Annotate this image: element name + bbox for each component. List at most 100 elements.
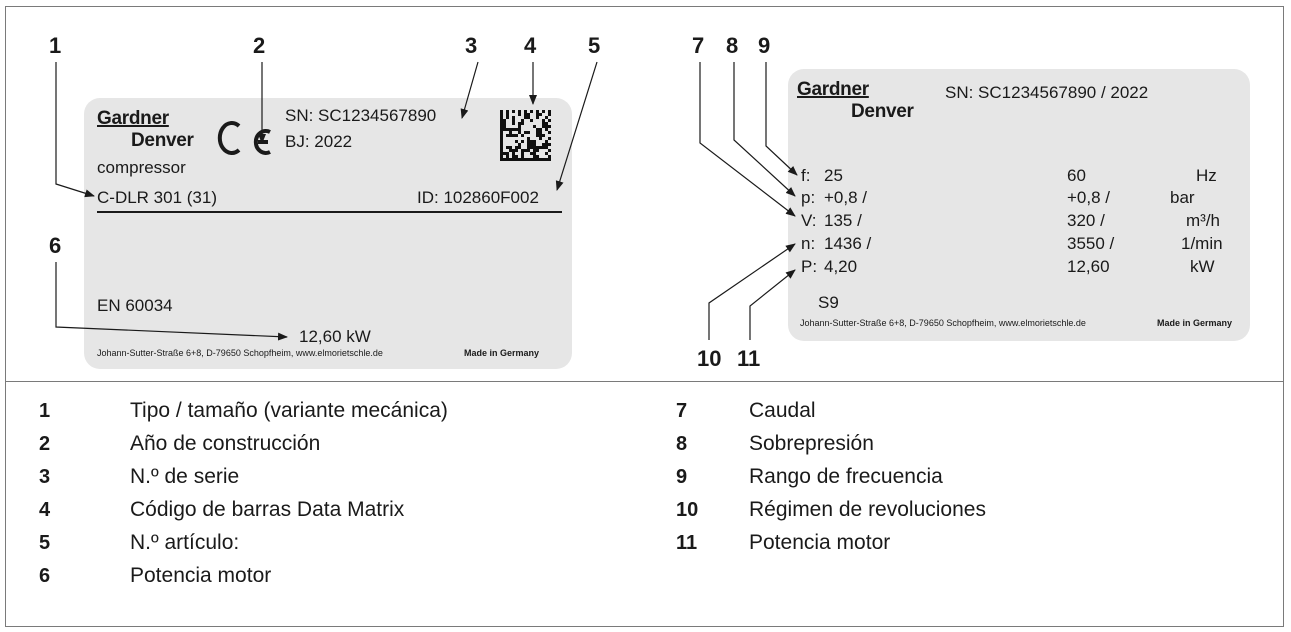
data-matrix-module xyxy=(500,113,503,116)
data-matrix-module xyxy=(500,125,503,128)
data-matrix-module xyxy=(518,125,521,128)
data-matrix-module xyxy=(539,134,542,137)
data-matrix-module xyxy=(527,158,530,161)
data-matrix-module xyxy=(536,155,539,158)
legend-text: Caudal xyxy=(749,399,816,422)
rating-value-60hz: 3550 / xyxy=(1067,234,1115,253)
rating-value-50hz: 25 xyxy=(824,166,843,185)
figure-frame xyxy=(5,6,1284,627)
rating-value-50hz: 135 / xyxy=(824,211,862,230)
data-matrix-module xyxy=(500,140,503,143)
data-matrix-module xyxy=(533,152,536,155)
data-matrix-module xyxy=(506,146,509,149)
data-matrix-module xyxy=(500,131,503,134)
data-matrix-module xyxy=(515,140,518,143)
data-matrix-module xyxy=(503,128,506,131)
data-matrix-module xyxy=(530,146,533,149)
rating-unit: bar xyxy=(1170,188,1195,207)
data-matrix-module xyxy=(521,152,524,155)
data-matrix-module xyxy=(503,119,506,122)
data-matrix-module xyxy=(527,140,530,143)
data-matrix-module xyxy=(509,158,512,161)
data-matrix-module xyxy=(533,146,536,149)
data-matrix-module xyxy=(527,116,530,119)
legend-divider xyxy=(5,381,1284,382)
data-matrix-module xyxy=(509,134,512,137)
data-matrix-module xyxy=(500,134,503,137)
data-matrix-module xyxy=(500,110,503,113)
data-matrix-module xyxy=(548,131,551,134)
data-matrix-module xyxy=(506,155,509,158)
made-in-label: Made in Germany xyxy=(1157,318,1233,328)
callout-6: 6 xyxy=(49,233,62,258)
data-matrix-module xyxy=(509,128,512,131)
data-matrix-module xyxy=(500,155,503,158)
build-year: BJ: 2022 xyxy=(285,132,353,151)
data-matrix-module xyxy=(539,113,542,116)
data-matrix-module xyxy=(506,110,509,113)
data-matrix-module xyxy=(524,116,527,119)
data-matrix-module xyxy=(545,146,548,149)
data-matrix-module xyxy=(548,158,551,161)
data-matrix-module xyxy=(503,122,506,125)
rating-value-50hz: 4,20 xyxy=(824,257,858,276)
data-matrix-module xyxy=(545,140,548,143)
data-matrix-module xyxy=(548,113,551,116)
callout-8: 8 xyxy=(726,33,739,58)
data-matrix-module xyxy=(506,158,509,161)
legend-number: 3 xyxy=(39,466,51,488)
legend-number: 10 xyxy=(676,499,699,521)
nameplate-left xyxy=(84,98,572,369)
rating-value-50hz: +0,8 / xyxy=(824,188,868,207)
data-matrix-module xyxy=(500,143,503,146)
rating-value-50hz: 1436 / xyxy=(824,234,872,253)
legend-text: Sobrepresión xyxy=(749,432,874,455)
rating-label: P: xyxy=(801,257,818,276)
data-matrix-module xyxy=(542,146,545,149)
callout-2: 2 xyxy=(253,33,266,58)
rating-unit: m³/h xyxy=(1186,211,1220,230)
brand-logo-line1: Gardner xyxy=(97,108,169,129)
data-matrix-module xyxy=(506,113,509,116)
callout-11: 11 xyxy=(737,346,761,371)
data-matrix-module xyxy=(515,155,518,158)
legend-number: 2 xyxy=(39,433,51,455)
data-matrix-module xyxy=(533,155,536,158)
data-matrix-module xyxy=(512,116,515,119)
legend-text: N.º de serie xyxy=(130,465,240,488)
data-matrix-module xyxy=(500,149,503,152)
data-matrix-module xyxy=(536,110,539,113)
data-matrix-module xyxy=(521,122,524,125)
data-matrix-module xyxy=(512,155,515,158)
legend-text: N.º artículo: xyxy=(130,531,240,554)
data-matrix-module xyxy=(542,119,545,122)
data-matrix-module xyxy=(503,152,506,155)
rating-label: n: xyxy=(801,234,816,253)
data-matrix-module xyxy=(524,149,527,152)
data-matrix-module xyxy=(545,125,548,128)
data-matrix-module xyxy=(506,152,509,155)
standard: EN 60034 xyxy=(97,296,173,315)
data-matrix-module xyxy=(533,158,536,161)
data-matrix-module xyxy=(512,149,515,152)
data-matrix-module xyxy=(536,113,539,116)
legend-text: Potencia motor xyxy=(130,564,272,587)
data-matrix-module xyxy=(512,134,515,137)
data-matrix-module xyxy=(521,134,524,137)
data-matrix-module xyxy=(512,119,515,122)
data-matrix-module xyxy=(521,158,524,161)
data-matrix-module xyxy=(539,131,542,134)
data-matrix-module xyxy=(518,113,521,116)
callout-4: 4 xyxy=(524,33,537,58)
data-matrix-module xyxy=(509,146,512,149)
data-matrix-module xyxy=(512,122,515,125)
data-matrix-module xyxy=(500,116,503,119)
data-matrix-module xyxy=(548,110,551,113)
data-matrix-module xyxy=(536,158,539,161)
data-matrix-module xyxy=(533,125,536,128)
data-matrix-module xyxy=(530,140,533,143)
legend-text: Código de barras Data Matrix xyxy=(130,498,405,521)
data-matrix-module xyxy=(503,158,506,161)
data-matrix-module xyxy=(545,116,548,119)
